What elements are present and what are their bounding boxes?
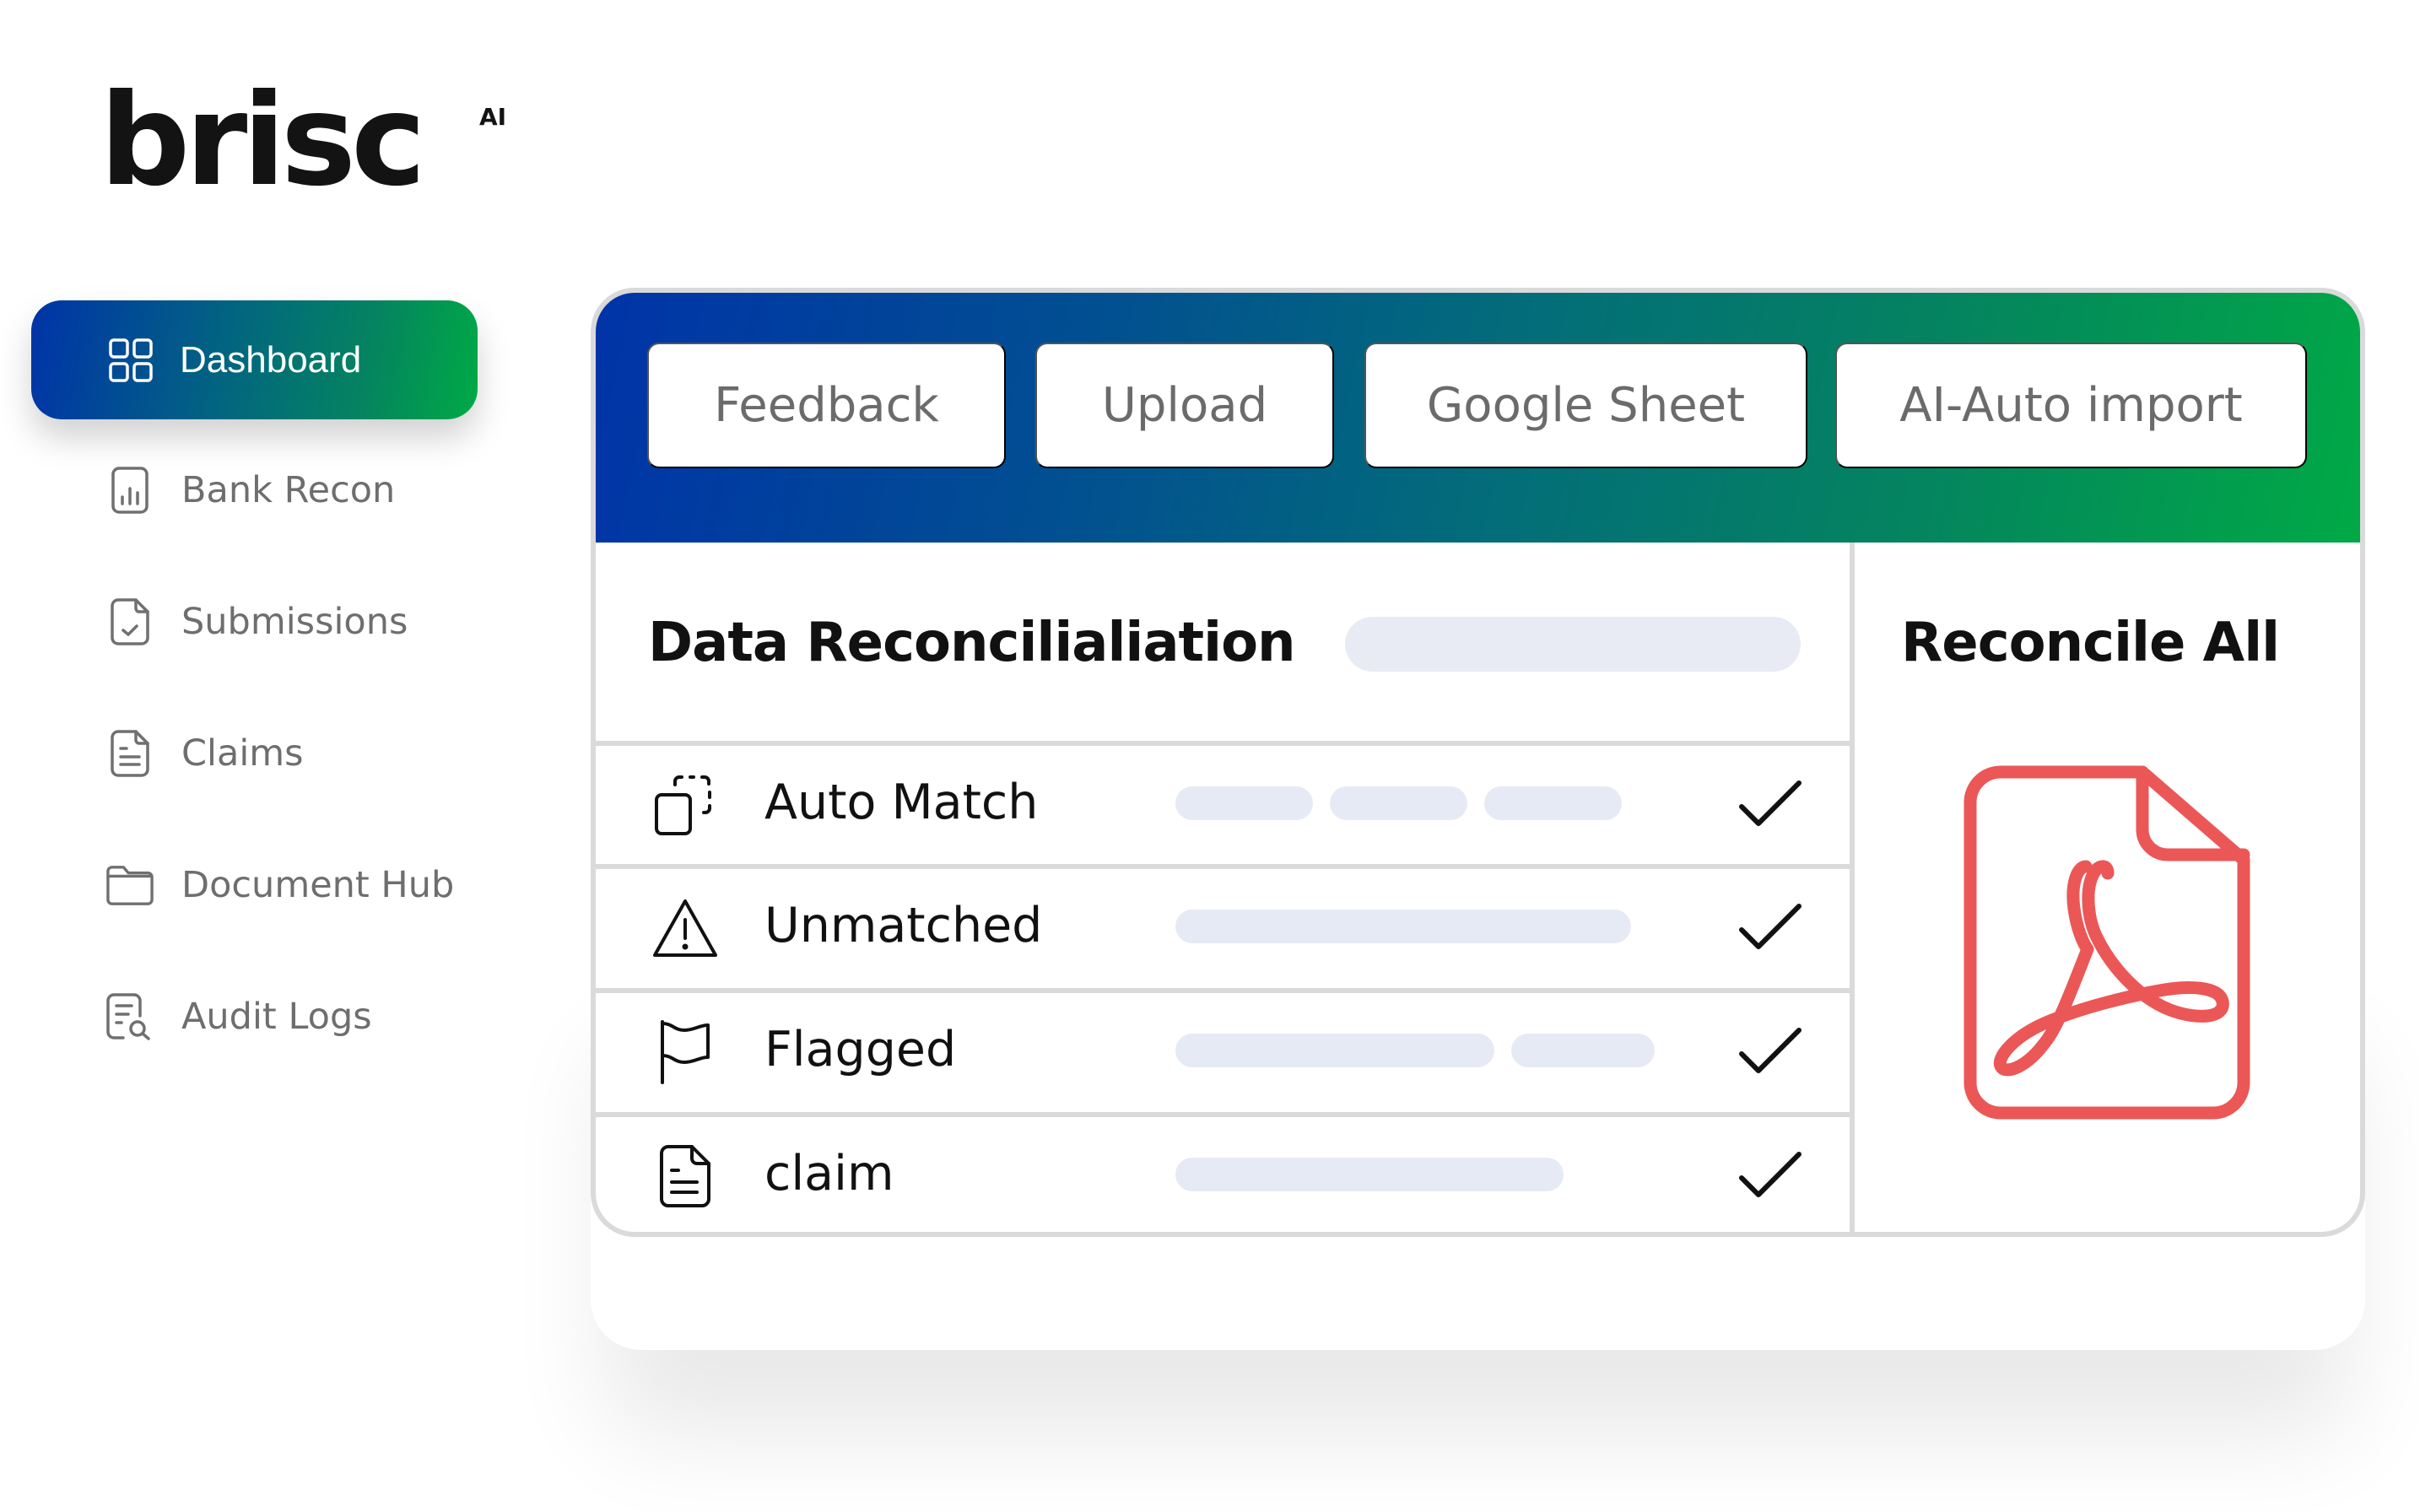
sidebar-item-label: Bank Recon [181, 469, 396, 511]
auto-match-icon [651, 771, 719, 839]
check-icon [1739, 904, 1801, 949]
sidebar-item-audit-logs[interactable]: Audit Logs [106, 983, 372, 1050]
file-check-icon [106, 597, 154, 647]
skeleton-bar [1175, 786, 1313, 820]
skeleton-bar [1175, 1158, 1564, 1191]
google-sheet-button[interactable]: Google Sheet [1364, 343, 1807, 468]
check-icon [1739, 1028, 1801, 1073]
document-icon [651, 1142, 719, 1210]
sidebar-item-label: Claims [181, 732, 304, 775]
table-row-unmatched[interactable]: Unmatched [596, 864, 1850, 983]
column-divider [1850, 543, 1855, 1232]
check-icon [1739, 1152, 1801, 1197]
skeleton-bar [1511, 1034, 1655, 1067]
warning-icon [651, 894, 719, 962]
section-title: Data Reconcilialiation [648, 612, 1296, 674]
skeleton-bar [1484, 786, 1622, 820]
table-row-claim[interactable]: claim [596, 1112, 1850, 1232]
pdf-file-icon[interactable] [1964, 765, 2250, 1120]
sidebar-item-label: Submissions [181, 601, 408, 643]
skeleton-bar [1175, 1034, 1494, 1067]
sidebar-item-submissions[interactable]: Submissions [106, 588, 408, 656]
check-icon [1739, 780, 1801, 826]
card-header-toolbar: Feedback Upload Google Sheet AI-Auto imp… [596, 293, 2360, 543]
file-search-icon [106, 991, 154, 1042]
flag-icon [651, 1018, 719, 1086]
file-text-icon [106, 728, 154, 779]
sidebar-item-claims[interactable]: Claims [106, 720, 304, 787]
table-row-auto-match[interactable]: Auto Match [596, 741, 1850, 860]
sidebar-item-label: Dashboard [180, 338, 362, 381]
sidebar-item-document-hub[interactable]: Document Hub [106, 851, 454, 919]
title-skeleton-placeholder [1345, 617, 1801, 672]
row-label: Auto Match [764, 775, 1039, 830]
sidebar-item-dashboard[interactable]: Dashboard [31, 300, 478, 419]
table-row-flagged[interactable]: Flagged [596, 988, 1850, 1107]
brand-ai-badge: AI [479, 103, 507, 131]
upload-button[interactable]: Upload [1035, 343, 1334, 468]
bar-chart-icon [106, 465, 154, 516]
sidebar-item-label: Audit Logs [181, 996, 372, 1038]
sidebar-item-bank-recon[interactable]: Bank Recon [106, 456, 395, 524]
brand-logo: brisc AI [100, 78, 506, 204]
feedback-button[interactable]: Feedback [647, 343, 1006, 468]
brand-name: brisc [100, 68, 426, 214]
reconcile-all-title[interactable]: Reconcile All [1901, 612, 2280, 674]
skeleton-bar [1175, 910, 1631, 943]
row-label: claim [764, 1146, 894, 1202]
row-label: Flagged [764, 1022, 957, 1077]
grid-icon [107, 335, 154, 386]
row-label: Unmatched [764, 898, 1043, 953]
folder-icon [106, 860, 154, 910]
skeleton-bar [1330, 786, 1467, 820]
sidebar-item-label: Document Hub [181, 864, 455, 906]
reconciliation-card: Feedback Upload Google Sheet AI-Auto imp… [591, 288, 2365, 1237]
title-row: Data Reconcilialiation [596, 543, 1850, 745]
ai-auto-import-button[interactable]: AI-Auto import [1835, 343, 2307, 468]
